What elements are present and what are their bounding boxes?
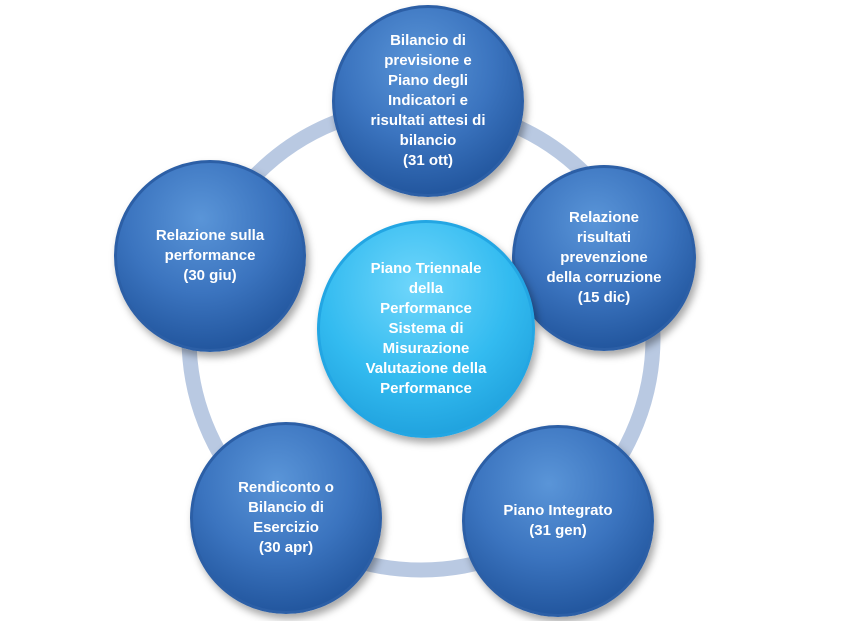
node-piano-integrato: Piano Integrato (31 gen) [462, 425, 654, 617]
node-text-line: della [408, 280, 444, 297]
node-text-line: Performance [380, 380, 472, 397]
node-rendiconto: Rendiconto o Bilancio di Esercizio (30 apr) [190, 422, 382, 614]
node-text-line: Valutazione della [365, 360, 487, 377]
node-text-line: (15 dic) [577, 289, 631, 306]
node-text-line: Indicatori e [387, 92, 469, 109]
node-text-line: Piano degli [387, 72, 468, 89]
node-text-line: bilancio [399, 132, 457, 149]
node-text-line: Misurazione [382, 340, 470, 357]
node-text-line: Sistema di [388, 320, 464, 337]
node-text-line: Performance [380, 300, 472, 317]
node-text-line: Relazione [568, 209, 640, 226]
node-text-line: previsione e [384, 52, 472, 69]
node-text-line: risultati attesi di [370, 112, 486, 129]
node-text-line: (31 ott) [403, 152, 453, 169]
node-text-line: Piano Triennale [370, 260, 482, 277]
node-text-line: (30 giu) [183, 267, 237, 284]
node-text-line: prevenzione [560, 249, 648, 266]
node-text-line: della corruzione [546, 269, 662, 286]
node-text-line: Bilancio di [390, 32, 466, 49]
node-relazione-performance: Relazione sulla performance (30 giu) [114, 160, 306, 352]
node-relazione-corruzione: Relazione risultati prevenzione della corru… [512, 165, 696, 351]
node-text-line: (30 apr) [258, 539, 314, 556]
node-text-line: Rendiconto o [238, 479, 334, 496]
node-text-line: (31 gen) [529, 522, 587, 539]
node-text-line: Bilancio di [248, 499, 324, 516]
node-text-line: risultati [576, 229, 632, 246]
node-text-line: Esercizio [253, 519, 319, 536]
node-text-line: performance [164, 247, 256, 264]
node-text-line: Relazione sulla [155, 227, 265, 244]
node-text-line: Piano Integrato [503, 502, 613, 519]
